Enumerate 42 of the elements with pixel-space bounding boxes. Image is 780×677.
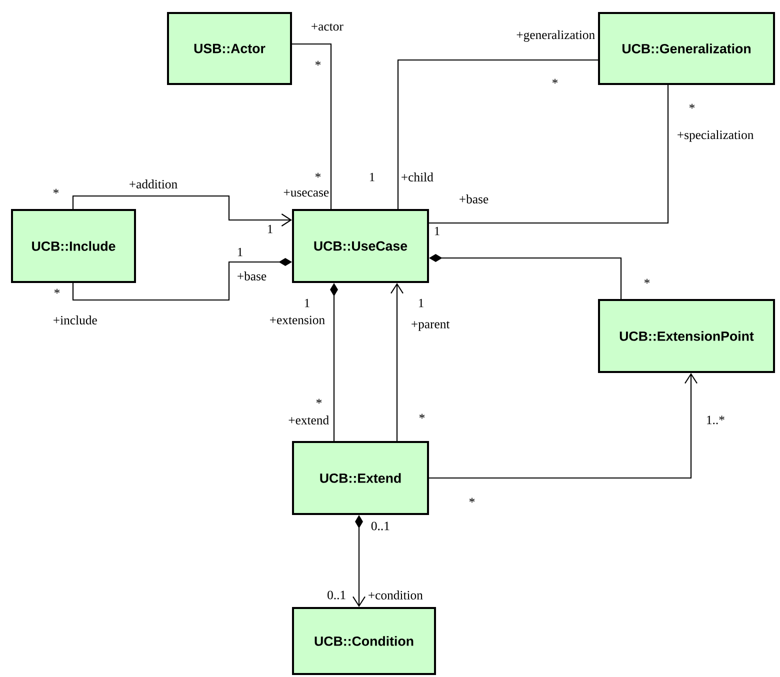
association-label: +base [238, 272, 266, 280]
association-label: +include [54, 316, 97, 324]
class-box: UCB::Extend [292, 441, 429, 515]
association-line [429, 85, 669, 224]
class-box: UCB::Include [11, 209, 136, 283]
association-label: 0..1 [371, 522, 390, 530]
association-label: * [419, 414, 425, 418]
association-label: 1 [268, 224, 272, 234]
association-label: * [644, 278, 650, 284]
association-label: 1 [238, 248, 242, 256]
association-line [397, 59, 598, 209]
association-label: +actor [312, 23, 344, 31]
association-line [390, 283, 404, 441]
class-box: UCB::Generalization [598, 12, 776, 85]
association-label: 1 [434, 226, 440, 236]
association-line [72, 195, 292, 226]
association-label: +base [460, 194, 488, 204]
association-label: 1 [304, 298, 310, 308]
association-label: +usecase [284, 189, 329, 197]
association-label: * [552, 78, 558, 84]
association-label: 1 [418, 298, 424, 308]
association-line [429, 373, 698, 479]
class-box: USB::Actor [167, 12, 292, 85]
association-label: +extend [288, 416, 329, 424]
association-label: +child [402, 172, 434, 182]
association-label: +specialization [678, 130, 754, 142]
class-box: UCB::Condition [292, 607, 436, 675]
association-label: 1 [370, 172, 374, 182]
association-label: 1..* [707, 416, 724, 424]
association-line [292, 43, 332, 209]
association-label: +parent [412, 321, 450, 331]
association-label: * [469, 498, 475, 502]
association-label: +extension [270, 316, 325, 324]
association-label: +addition [130, 180, 178, 188]
association-label: * [315, 60, 321, 66]
association-label: * [53, 188, 59, 194]
association-label: * [315, 172, 321, 178]
association-label: * [689, 104, 695, 108]
class-box: UCB::UseCase [292, 209, 429, 283]
class-box: UCB::ExtensionPoint [598, 299, 776, 373]
association-label: +condition [368, 590, 423, 600]
association-label: * [316, 398, 322, 404]
